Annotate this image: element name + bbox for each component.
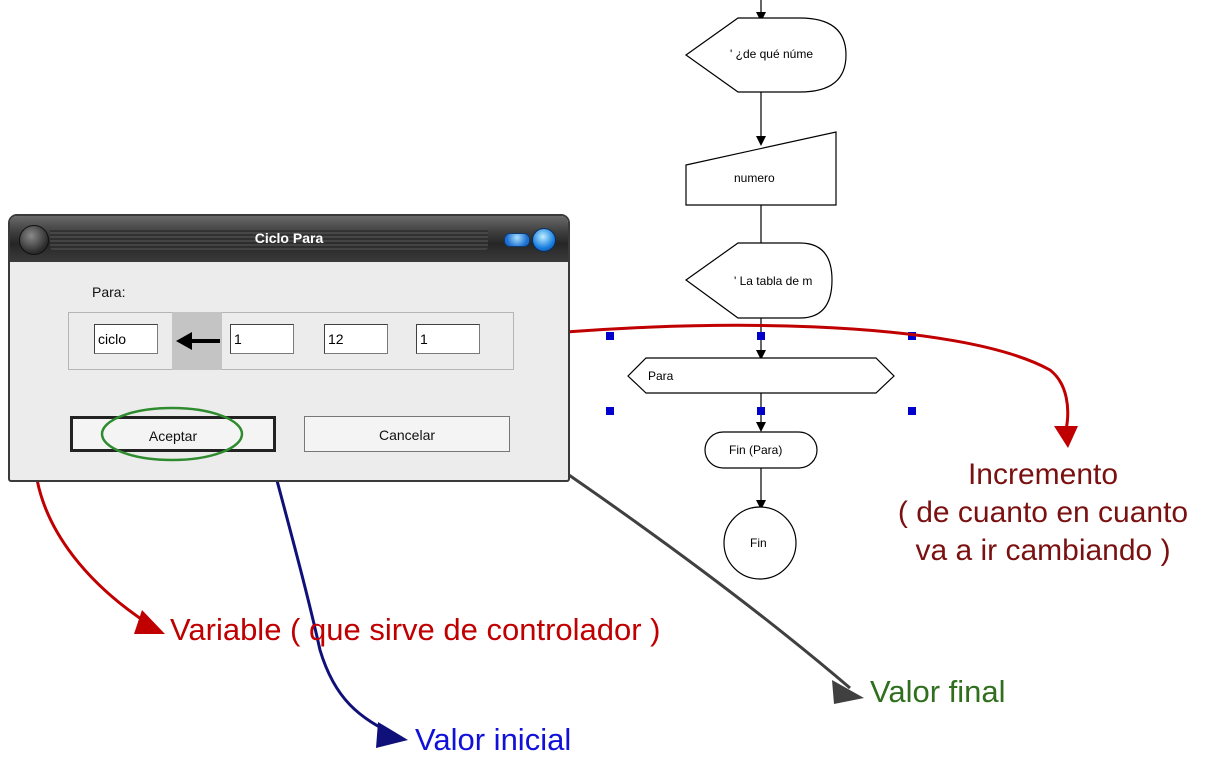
flowchart-input-text: numero [734,171,775,185]
loop-parameters-group [68,312,514,370]
increment-input[interactable] [416,324,480,354]
window-menu-icon[interactable] [19,225,49,255]
annotation-increment: Incremento ( de cuanto en cuanto va a ir… [860,456,1226,570]
flowchart-end-for [704,431,818,469]
cancel-button[interactable]: Cancelar [304,416,510,452]
flowchart-for-shape [627,357,895,394]
annotation-increment-line1: Incremento [967,458,1119,491]
arrow-increment [481,323,1070,431]
assign-arrow-box [172,312,222,370]
flowchart-for-text: Para [648,369,674,383]
accept-button[interactable]: Aceptar [70,416,276,452]
title-bar[interactable]: Ciclo Para [10,216,568,262]
annotation-increment-line2: ( de cuanto en cuanto [897,496,1189,529]
flowchart-display-2-text: ' La tabla de m [734,274,813,288]
variable-input[interactable] [94,324,158,354]
flowchart-display-2 [684,242,833,319]
minimize-icon[interactable] [504,233,530,247]
accept-highlight-ellipse [100,406,244,462]
flowchart-end-for-text: Fin (Para) [729,443,783,457]
ciclo-para-dialog: Ciclo Para Para: Aceptar Cancelar [8,214,570,482]
final-value-input[interactable] [324,324,388,354]
title-bar-texture [50,228,488,250]
close-icon[interactable] [532,228,556,252]
annotation-increment-line3: va a ir cambiando ) [915,534,1171,567]
flowchart-display-1-text: ' ¿de qué núme [730,47,814,61]
annotation-initial-value: Valor inicial [415,722,572,757]
flowchart-end-text: Fin [750,536,767,550]
annotation-final-value: Valor final [870,674,1006,709]
para-label: Para: [92,284,126,300]
flowchart-end [723,506,797,580]
flowchart-display-1 [684,17,847,93]
flowchart-input [685,131,837,206]
initial-value-input[interactable] [230,324,294,354]
annotation-variable: Variable ( que sirve de controlador ) [170,612,661,647]
left-arrow-icon [176,332,220,350]
dialog-title: Ciclo Para [254,230,324,246]
